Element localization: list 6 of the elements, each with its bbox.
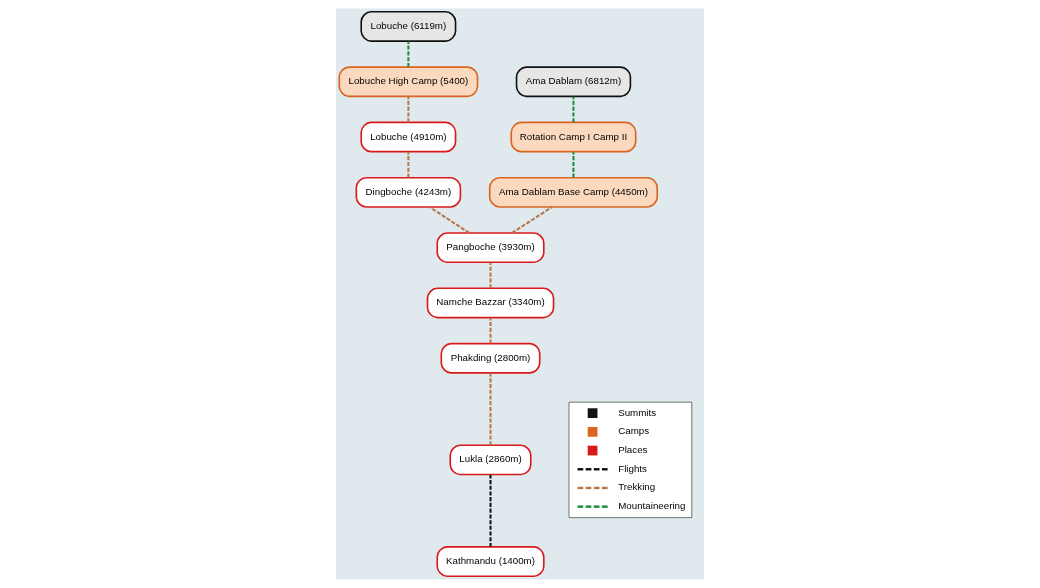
legend-label: Summits xyxy=(618,406,657,418)
legend-label: Trekking xyxy=(618,481,656,493)
legend-label: Flights xyxy=(618,462,647,474)
legend-label: Places xyxy=(618,444,648,456)
legend-label: Mountaineering xyxy=(618,500,686,512)
legend-label: Camps xyxy=(618,425,650,437)
